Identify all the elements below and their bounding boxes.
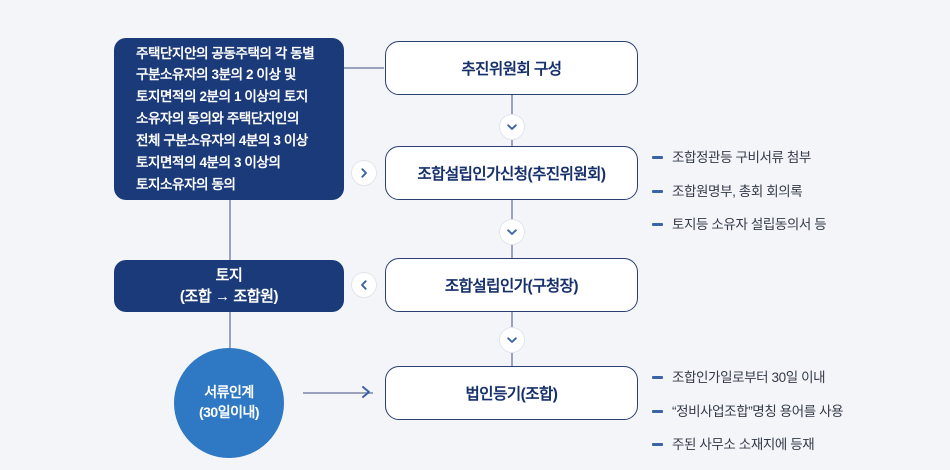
approval-request-box: 조합설립인가신청(추진위원회) xyxy=(385,146,638,200)
note-text: 조합원명부, 총회 회의록 xyxy=(672,183,803,199)
connector-handover-to-registration xyxy=(303,392,373,394)
connector-consent-to-committee xyxy=(344,67,384,69)
document-handover-label: 서류인계 (30일이내) xyxy=(198,384,260,420)
consent-requirements-label: 주택단지안의 공동주택의 각 동별 구분소유자의 3분의 2 이상 및 토지면적… xyxy=(136,45,315,192)
dash-icon xyxy=(652,409,663,413)
dash-icon xyxy=(652,223,663,227)
dash-icon xyxy=(652,443,663,447)
chevron-right-icon xyxy=(351,160,377,186)
note-text: 조합정관등 구비서류 첨부 xyxy=(672,150,811,165)
chevron-down-icon xyxy=(499,219,525,245)
approval-request-label: 조합설립인가신청(추진위원회) xyxy=(417,166,606,183)
connector-land-to-handover xyxy=(229,312,231,356)
note-item: 조합정관등 구비서류 첨부 xyxy=(652,148,826,168)
dash-icon xyxy=(652,156,663,159)
consent-requirements-box: 주택단지안의 공동주택의 각 동별 구분소유자의 3분의 2 이상 및 토지면적… xyxy=(114,38,344,200)
note-text: 토지등 소유자 설립동의서 등 xyxy=(672,217,827,233)
land-transfer-label: 토지 (조합 → 조합원) xyxy=(179,266,279,305)
corporate-registration-label: 법인등기(조합) xyxy=(465,386,558,403)
note-text: 조합인가일로부터 30일 이내 xyxy=(672,370,826,385)
dash-icon xyxy=(652,189,663,193)
dash-icon xyxy=(652,376,663,379)
chevron-down-icon xyxy=(499,327,525,353)
note-item: “정비사업조합”명칭 용어를 사용 xyxy=(652,402,844,422)
note-item: 주된 사무소 소재지에 등재 xyxy=(652,435,843,455)
chevron-left-icon xyxy=(351,272,377,298)
approval-box: 조합설립인가(구청장) xyxy=(385,258,638,312)
note-item: 조합인가일로부터 30일 이내 xyxy=(652,368,843,388)
note-text: 주된 사무소 소재지에 등재 xyxy=(672,437,815,453)
committee-formation-label: 추진위원회 구성 xyxy=(461,61,562,78)
chevron-down-icon xyxy=(499,114,525,140)
connector-consent-to-land xyxy=(229,200,231,260)
note-item: 토지등 소유자 설립동의서 등 xyxy=(652,215,827,235)
land-transfer-box: 토지 (조합 → 조합원) xyxy=(114,260,344,312)
registration-note-list: 조합인가일로부터 30일 이내 “정비사업조합”명칭 용어를 사용 주된 사무소… xyxy=(652,368,844,455)
approval-label: 조합설립인가(구청장) xyxy=(444,278,579,295)
note-text: “정비사업조합”명칭 용어를 사용 xyxy=(672,403,844,419)
document-handover-circle: 서류인계 (30일이내) xyxy=(174,348,284,458)
corporate-registration-box: 법인등기(조합) xyxy=(385,366,638,420)
approval-request-note-list: 조합정관등 구비서류 첨부 조합원명부, 총회 회의록 토지등 소유자 설립동의… xyxy=(652,148,827,235)
note-item: 조합원명부, 총회 회의록 xyxy=(652,182,826,202)
committee-formation-box: 추진위원회 구성 xyxy=(385,41,638,95)
arrow-right-icon xyxy=(359,384,375,400)
